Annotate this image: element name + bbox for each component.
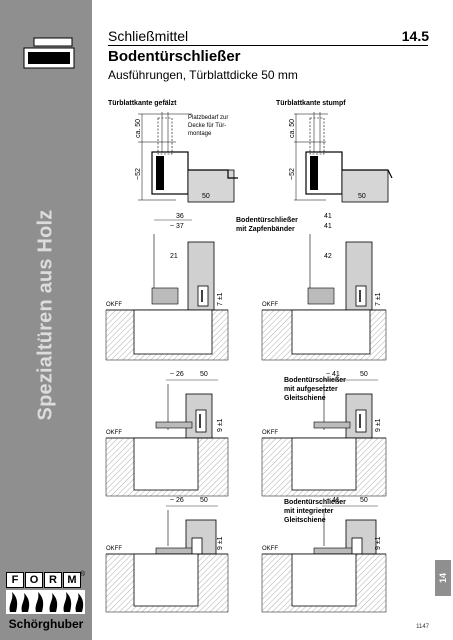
vertical-title: Spezialtüren aus Holz [34, 209, 57, 421]
label-flush: Türblattkante stumpf [276, 100, 346, 107]
dim-21: 21 [170, 253, 178, 260]
row2-label: Bodentürschließer [284, 377, 346, 384]
label-rebated: Türblattkante gefälzt [108, 100, 177, 107]
row1-left: 36 ~ 37 21 OKFF 7 ±1 [105, 213, 229, 361]
logo-letter: M [63, 572, 81, 588]
page-number: 1147 [416, 624, 429, 630]
dim-50: 50 [200, 497, 208, 504]
registered-mark: ® [79, 571, 85, 578]
okff-label: OKFF [262, 430, 278, 436]
dim-9: 9 ±1 [217, 418, 224, 432]
row1-right: 41 41 42 OKFF 7 ±1 [261, 213, 387, 361]
dim-26: ~ 26 [170, 371, 184, 378]
header-divider [108, 45, 428, 46]
row2-right: ~ 41 50 OKFF 9 ±1 [261, 371, 387, 497]
logo-letter: O [25, 572, 43, 588]
category-title: Schließmittel [108, 28, 189, 44]
dim-52: ~52 [289, 168, 296, 180]
dim-41: 41 [324, 223, 332, 230]
okff-label: OKFF [106, 430, 122, 436]
dim-9: 9 ±1 [375, 536, 382, 550]
dim-ca50: ca. 50 [289, 119, 296, 138]
detail-flush: ca. 50 ~52 50 [289, 112, 393, 203]
row3-left: ~ 26 50 OKFF 9 ±1 [105, 497, 229, 613]
dim-50: 50 [360, 497, 368, 504]
logo-letter: R [44, 572, 62, 588]
page-title: Bodentürschließer [108, 48, 241, 65]
dim-41t: ~ 41 [326, 371, 340, 378]
chapter-tab: 14 [435, 560, 451, 596]
section-number: 14.5 [401, 28, 429, 44]
dim-50: 50 [200, 371, 208, 378]
note-line: Platzbedarf zur [188, 115, 228, 121]
form-logo: F O R M ® Schörghuber [4, 570, 88, 638]
row3-right: ~ 41 50 OKFF 9 ±1 [261, 497, 387, 613]
flames-icon [6, 590, 85, 614]
dim-42: 42 [324, 253, 332, 260]
row2-left: ~ 26 50 OKFF 9 ±1 [105, 371, 229, 497]
dim-36: 36 [176, 213, 184, 220]
sidebar: Spezialtüren aus Holz F O R M ® Schörghu… [0, 0, 92, 640]
dim-50: 50 [202, 193, 210, 200]
dim-50: 50 [358, 193, 366, 200]
row2-label: mit aufgesetzter [284, 386, 338, 393]
okff-label: OKFF [106, 302, 122, 308]
brand-name: Schörghuber [8, 617, 84, 631]
chapter-number: 14 [437, 572, 448, 584]
dim-ca50: ca. 50 [135, 119, 142, 138]
row1-label: Bodentürschließer [236, 217, 298, 224]
dim-7: 7 ±1 [217, 292, 224, 306]
row3-label: mit integrierter [284, 508, 334, 515]
row3-label: Bodentürschließer [284, 499, 346, 506]
dim-41: 41 [324, 213, 332, 220]
row1-label: mit Zapfenbänder [236, 226, 295, 233]
row3-label: Gleitschiene [284, 517, 326, 524]
note-line: montage [188, 131, 212, 137]
dim-41t: ~ 41 [326, 497, 340, 504]
dim-26: ~ 26 [170, 497, 184, 504]
okff-label: OKFF [106, 546, 122, 552]
dim-50: 50 [360, 371, 368, 378]
logo-letter: F [6, 572, 24, 588]
dim-52: ~52 [135, 168, 142, 180]
dim-9: 9 ±1 [217, 536, 224, 550]
page-subtitle: Ausführungen, Türblattdicke 50 mm [108, 68, 298, 82]
dim-7: 7 ±1 [375, 292, 382, 306]
okff-label: OKFF [262, 546, 278, 552]
detail-rebated: ca. 50 ~52 50 [135, 112, 238, 203]
door-leaf-icon [23, 37, 75, 69]
technical-drawings: Türblattkante gefälzt Türblattkante stum… [105, 100, 393, 613]
note-line: Decke für Tür- [188, 123, 226, 129]
dim-9: 9 ±1 [375, 418, 382, 432]
row2-label: Gleitschiene [284, 395, 326, 402]
dim-37: ~ 37 [170, 223, 184, 230]
okff-label: OKFF [262, 302, 278, 308]
